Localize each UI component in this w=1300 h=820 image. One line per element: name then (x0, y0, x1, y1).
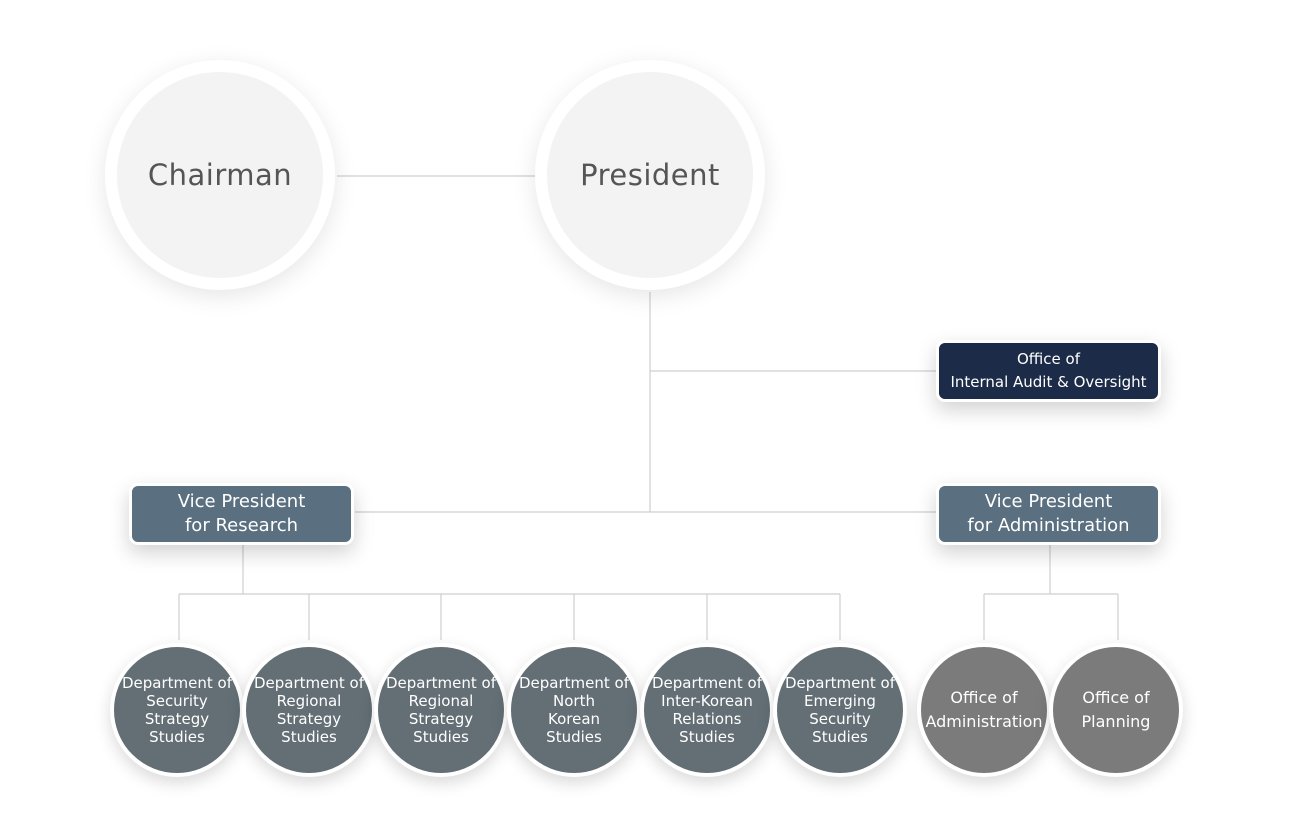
vp-admin-line1: Vice President (984, 491, 1113, 512)
unit-label-line: Strategy (276, 710, 342, 728)
unit-label-line: Department of (785, 674, 895, 692)
unit-label-line: Korean (547, 710, 601, 728)
unit-label-line: Security (809, 710, 871, 728)
unit-label-line: Strategy (408, 710, 474, 728)
unit-label-line: Administration (925, 712, 1043, 731)
president-label: President (580, 158, 720, 192)
president-node: President (535, 60, 765, 290)
unit-label-line: Department of (519, 674, 629, 692)
audit-line1: Office of (1016, 350, 1080, 368)
vp-research-line2: for Research (184, 515, 299, 536)
unit-label-line: Regional (408, 692, 474, 710)
unit-label-line: Department of (254, 674, 364, 692)
unit-label-line: Regional (276, 692, 342, 710)
unit-label-line: Department of (122, 674, 232, 692)
unit-label-line: Studies (413, 728, 469, 746)
unit-label-line: Office of (1082, 688, 1150, 707)
unit-label-line: Emerging (804, 692, 876, 710)
unit-label-line: Department of (652, 674, 762, 692)
internal-audit-node: Office of Internal Audit & Oversight (936, 340, 1161, 402)
unit-label-line: North (553, 692, 595, 710)
vp-admin-node: Vice President for Administration (936, 483, 1161, 545)
audit-line2: Internal Audit & Oversight (950, 373, 1147, 391)
unit-label-line: Studies (281, 728, 337, 746)
unit-label-line: Studies (546, 728, 602, 746)
vp-research-line1: Vice President (177, 491, 306, 512)
unit-label-line: Planning (1081, 712, 1151, 731)
unit-label-line: Studies (679, 728, 735, 746)
unit-label-line: Security (146, 692, 208, 710)
unit-label-line: Studies (812, 728, 868, 746)
vp-admin-line2: for Administration (967, 515, 1130, 536)
unit-label-line: Department of (386, 674, 496, 692)
unit-label-line: Relations (672, 710, 742, 728)
chairman-node: Chairman (105, 60, 335, 290)
unit-label-line: Strategy (144, 710, 210, 728)
unit-label-line: Office of (950, 688, 1018, 707)
admin-office-node: Office of Planning (1049, 643, 1183, 777)
chairman-label: Chairman (147, 158, 293, 192)
unit-label-line: Inter-Korean (661, 692, 753, 710)
vp-research-node: Vice President for Research (129, 483, 354, 545)
unit-label-line: Studies (149, 728, 205, 746)
admin-office-node: Office of Administration (917, 643, 1051, 777)
